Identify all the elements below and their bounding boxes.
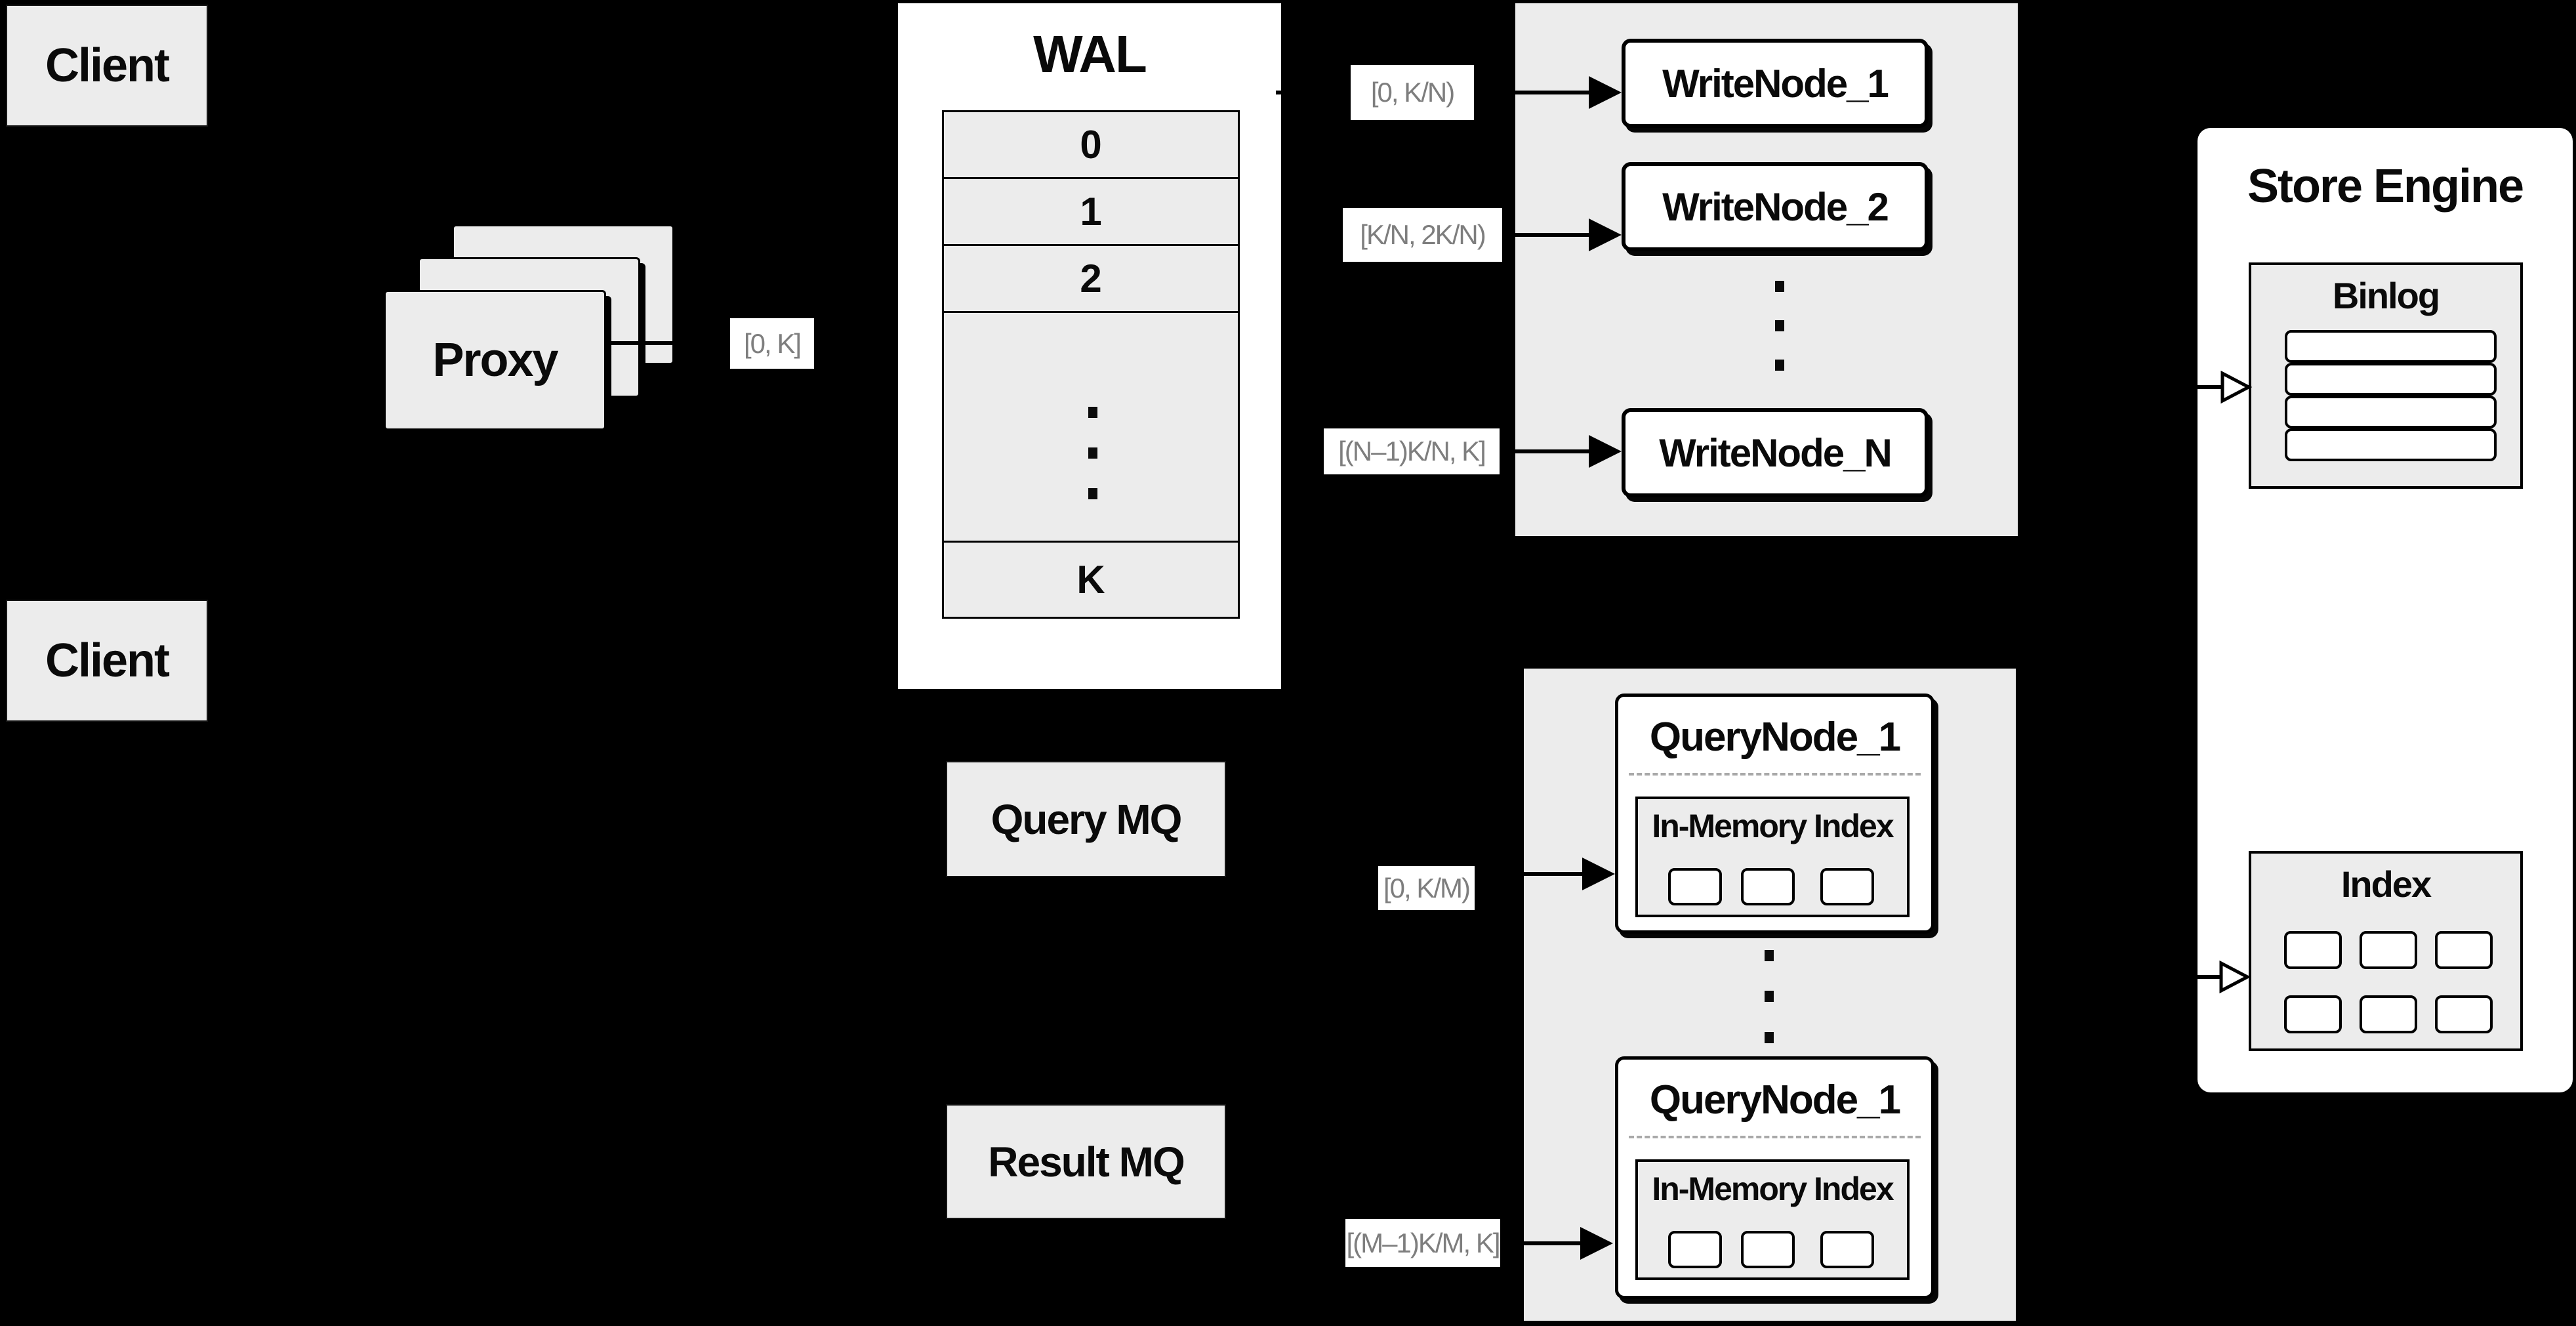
range-chip-writenode-2-text: [K/N, 2K/N) [1360, 219, 1486, 250]
index-file-square [2284, 995, 2342, 1033]
index-box: Index [2249, 851, 2523, 1051]
query-node-top-title: QueryNode_1 [1649, 715, 1901, 760]
range-chip-querynode-bottom: [(M–1)K/M, K] [1345, 1219, 1501, 1267]
index-file-square [2435, 995, 2493, 1033]
index-file-square [2284, 931, 2342, 969]
binlog-row [2285, 363, 2497, 396]
index-file-square [2435, 931, 2493, 969]
result-mq-label: Result MQ [988, 1138, 1185, 1186]
index-segment-square [1820, 1231, 1874, 1268]
ellipsis-dot-icon [1775, 360, 1784, 371]
binlog-row [2285, 396, 2497, 428]
binlog-title: Binlog [2332, 275, 2440, 316]
store-engine-box: Store Engine Binlog Index [2198, 128, 2573, 1092]
write-node-2-box: WriteNode_2 [1622, 162, 1929, 251]
write-node-group: WriteNode_1 WriteNode_2 WriteNode_N [1515, 3, 2018, 536]
binlog-box: Binlog [2249, 262, 2523, 489]
wal-segment-row: 0 [942, 110, 1240, 179]
write-node-1-label: WriteNode_1 [1662, 61, 1889, 106]
proxy-label: Proxy [432, 334, 558, 386]
range-chip-querynode-top: [0, K/M) [1378, 866, 1475, 910]
write-node-2-label: WriteNode_2 [1662, 184, 1889, 229]
wal-box: WAL 0 1 2 K [898, 3, 1281, 689]
client-top-box: Client [6, 5, 208, 127]
wal-segment-table: 0 1 2 K [942, 110, 1240, 619]
wal-segment-row: 2 [942, 244, 1240, 313]
wal-segment-0: 0 [1080, 123, 1102, 167]
query-mq-label: Query MQ [991, 795, 1183, 843]
query-node-top-box: QueryNode_1 In-Memory Index [1615, 694, 1934, 934]
index-segment-square [1668, 868, 1722, 905]
ellipsis-dot-icon [1765, 991, 1774, 1002]
in-memory-index-label: In-Memory Index [1652, 1171, 1894, 1207]
client-bottom-label: Client [45, 634, 170, 687]
index-title: Index [2341, 863, 2432, 905]
ellipsis-dot-icon [1088, 447, 1097, 459]
query-node-bottom-memory-index: In-Memory Index [1635, 1159, 1910, 1280]
ellipsis-dot-icon [1775, 320, 1784, 331]
index-file-square [2360, 931, 2417, 969]
store-engine-title: Store Engine [2247, 160, 2524, 213]
ellipsis-dot-icon [1088, 488, 1097, 499]
query-node-group: QueryNode_1 In-Memory Index QueryNode_1 … [1524, 669, 2016, 1321]
range-chip-querynode-top-text: [0, K/M) [1383, 872, 1471, 903]
wal-segment-row: K [942, 541, 1240, 619]
write-node-1-box: WriteNode_1 [1622, 39, 1929, 128]
index-segment-square [1668, 1231, 1722, 1268]
range-chip-querynode-bottom-text: [(M–1)K/M, K] [1346, 1227, 1500, 1258]
index-file-square [2360, 995, 2417, 1033]
range-chip-writenode-1-text: [0, K/N) [1370, 77, 1455, 108]
wal-segment-1: 1 [1080, 190, 1102, 234]
write-node-n-box: WriteNode_N [1622, 408, 1929, 497]
query-node-bottom-box: QueryNode_1 In-Memory Index [1615, 1056, 1934, 1299]
index-segment-square [1741, 1231, 1795, 1268]
binlog-row [2285, 330, 2497, 363]
wal-title: WAL [1033, 25, 1147, 83]
index-segment-square [1820, 868, 1874, 905]
write-node-n-label: WriteNode_N [1659, 430, 1892, 475]
range-chip-writenode-n-text: [(N–1)K/N, K] [1338, 436, 1486, 466]
query-node-top-memory-index: In-Memory Index [1635, 797, 1910, 917]
ellipsis-dot-icon [1765, 1032, 1774, 1043]
range-chip-proxy-text: [0, K] [743, 327, 802, 359]
query-mq-box: Query MQ [946, 761, 1226, 877]
result-mq-box: Result MQ [946, 1104, 1226, 1219]
wal-segment-2: 2 [1080, 257, 1102, 300]
dashed-divider [1629, 1136, 1921, 1138]
proxy-card-front: Proxy [384, 290, 606, 430]
ellipsis-dot-icon [1775, 281, 1784, 292]
index-segment-square [1741, 868, 1795, 905]
range-chip-proxy: [0, K] [730, 318, 814, 369]
wal-segment-row: 1 [942, 177, 1240, 246]
query-node-bottom-title: QueryNode_1 [1649, 1077, 1901, 1123]
client-top-label: Client [45, 39, 170, 92]
range-chip-writenode-n: [(N–1)K/N, K] [1324, 428, 1500, 474]
range-chip-writenode-2: [K/N, 2K/N) [1343, 208, 1502, 262]
client-bottom-box: Client [6, 600, 208, 722]
in-memory-index-label: In-Memory Index [1652, 808, 1894, 844]
wal-ellipsis-row [942, 311, 1240, 543]
ellipsis-dot-icon [1765, 950, 1774, 961]
dashed-divider [1629, 773, 1921, 776]
binlog-row [2285, 428, 2497, 461]
range-chip-writenode-1: [0, K/N) [1351, 65, 1474, 120]
wal-segment-k: K [1076, 558, 1105, 602]
ellipsis-dot-icon [1088, 407, 1097, 418]
